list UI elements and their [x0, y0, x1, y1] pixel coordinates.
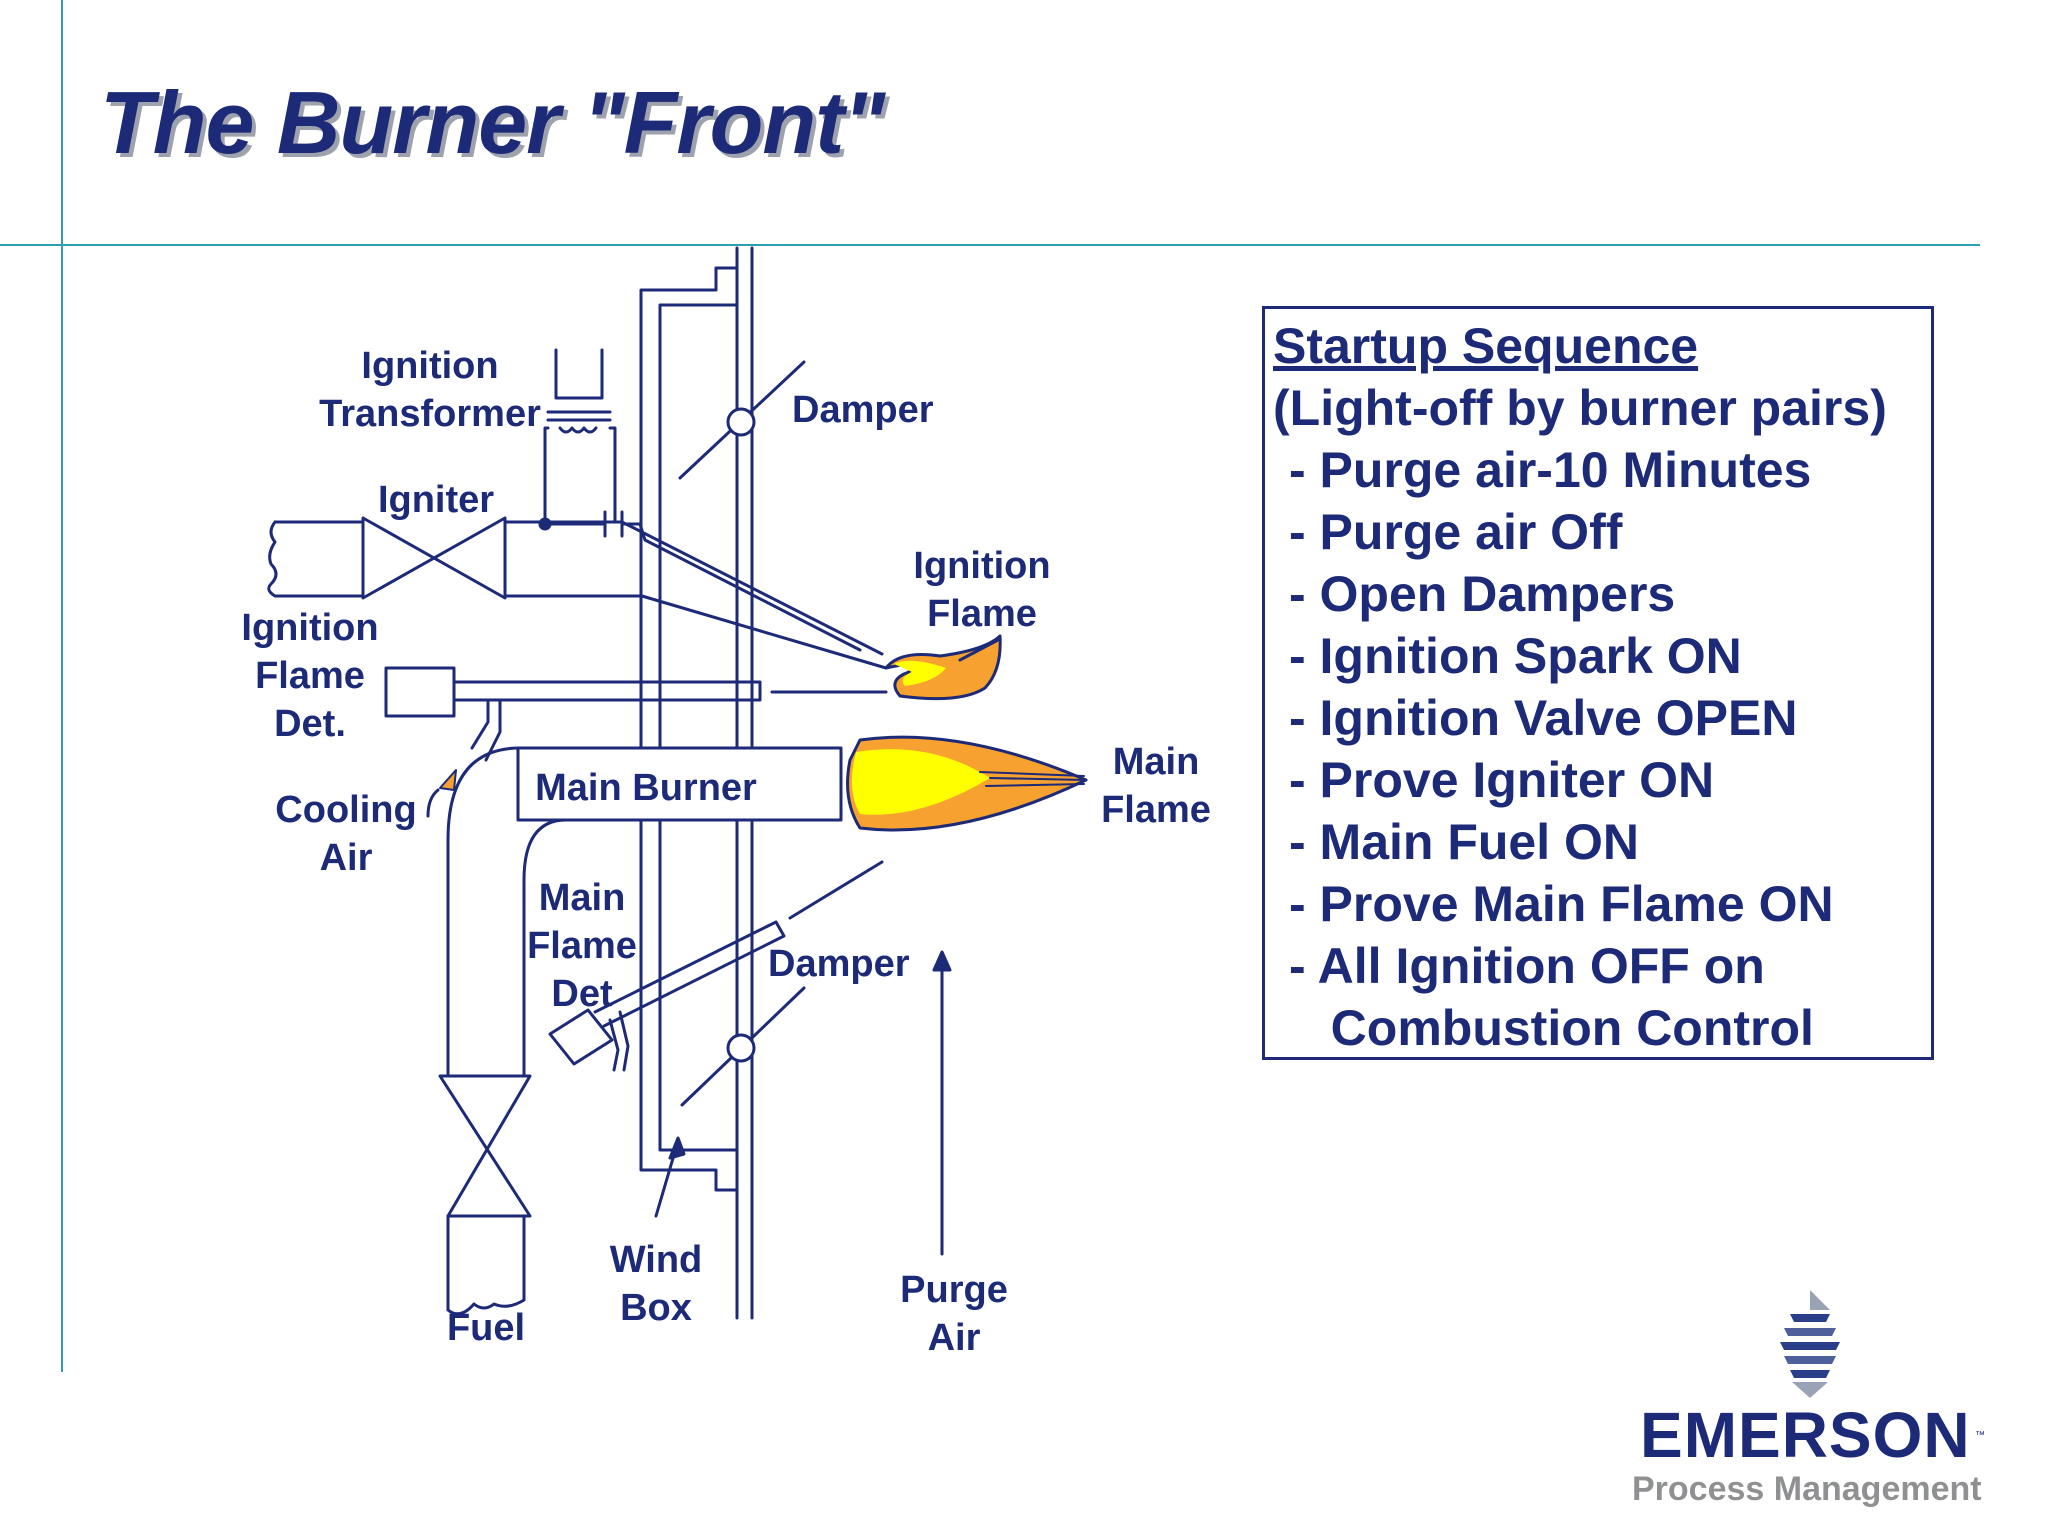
label-main-flame-det-1: Main: [539, 877, 626, 919]
label-cooling-air-2: Air: [320, 837, 373, 879]
main-flame-det-tube: [593, 860, 884, 1028]
igniter-pipe-left: [267, 520, 365, 598]
logo-brand-name: EMERSON: [1640, 1399, 1971, 1471]
startup-step: - Purge air Off: [1289, 504, 1623, 560]
label-igniter: Igniter: [378, 479, 494, 521]
label-ignition-flame-det-3: Det.: [274, 703, 346, 745]
vertical-rule: [61, 0, 63, 1372]
label-main-flame-2: Flame: [1101, 789, 1211, 831]
label-ignition-flame-det-1: Ignition: [241, 607, 378, 649]
label-ignition-transformer-1: Ignition: [361, 345, 498, 387]
ignition-flame-detector: [384, 666, 456, 718]
wind-box-inner: [658, 303, 739, 1152]
startup-step: - Prove Main Flame ON: [1289, 876, 1834, 932]
label-damper-bottom: Damper: [768, 943, 910, 985]
main-burner: [516, 746, 843, 822]
damper-bottom-pivot: [726, 1033, 756, 1063]
startup-step: - Open Dampers: [1289, 566, 1676, 622]
wind-box-leader: [654, 1146, 678, 1218]
label-fuel: Fuel: [447, 1307, 525, 1349]
startup-step: Combustion Control: [1289, 1000, 1814, 1056]
fuel-valve: [438, 1074, 532, 1218]
label-purge-air-2: Air: [928, 1317, 981, 1359]
label-damper-top: Damper: [792, 389, 934, 431]
igniter-valve: [361, 516, 507, 600]
main-flame-core: [851, 749, 990, 815]
wind-box-outline: [639, 266, 739, 1192]
label-ignition-flame-2: Flame: [927, 593, 1037, 635]
label-main-burner: Main Burner: [535, 767, 757, 809]
ignition-flame-core: [894, 660, 946, 686]
ignition-flame-leader: [958, 638, 1000, 662]
label-wind-box-1: Wind: [610, 1239, 703, 1281]
startup-step: - All Ignition OFF on: [1289, 938, 1765, 994]
main-flame-detector: [548, 1008, 614, 1066]
startup-steps-list: - Purge air-10 Minutes - Purge air Off -…: [1273, 439, 1931, 1059]
emerson-logo-mark-icon: [1780, 1290, 1840, 1398]
cooling-air-tube: [470, 698, 502, 762]
startup-step: - Prove Igniter ON: [1289, 752, 1715, 808]
startup-sequence-box: Startup Sequence (Light-off by burner pa…: [1262, 306, 1934, 1060]
cooling-air-leader: [426, 788, 440, 818]
main-flame-det-cooling: [608, 1010, 630, 1072]
label-ignition-flame-det-2: Flame: [255, 655, 365, 697]
slide-title: The Burner "Front": [100, 73, 885, 172]
purge-air-arrowhead: [932, 950, 952, 972]
label-main-flame-det-3: Det: [551, 973, 613, 1015]
emerson-logo: EMERSON ™ Process Management: [1620, 1290, 1990, 1508]
ignition-det-tube: [452, 680, 888, 702]
label-cooling-air-1: Cooling: [275, 789, 416, 831]
damper-top-pivot: [726, 407, 756, 437]
igniter-tube: [503, 520, 888, 670]
horizontal-rule: [0, 244, 1980, 246]
wind-box-arrowhead: [668, 1136, 686, 1160]
startup-step: - Ignition Valve OPEN: [1289, 690, 1798, 746]
label-main-flame-1: Main: [1113, 741, 1200, 783]
startup-step: - Ignition Spark ON: [1289, 628, 1742, 684]
fuel-pipe: [446, 746, 568, 1078]
fuel-inlet: [446, 1214, 526, 1316]
main-flame-lines: [979, 771, 1087, 787]
label-wind-box-2: Box: [620, 1287, 692, 1329]
startup-step: - Main Fuel ON: [1289, 814, 1639, 870]
ignition-transformer: [546, 348, 612, 434]
label-ignition-transformer-2: Transformer: [319, 393, 541, 435]
startup-sequence-subtitle: (Light-off by burner pairs): [1273, 380, 1887, 436]
startup-step: - Purge air-10 Minutes: [1289, 442, 1812, 498]
startup-sequence-title: Startup Sequence: [1273, 318, 1699, 374]
logo-trademark: ™: [1975, 1430, 1985, 1441]
label-purge-air-1: Purge: [900, 1269, 1008, 1311]
label-main-flame-det-2: Flame: [527, 925, 637, 967]
logo-tagline: Process Management: [1632, 1470, 1982, 1508]
label-ignition-flame-1: Ignition: [913, 545, 1050, 587]
cooling-air-arrow: [439, 769, 457, 791]
transformer-leads: [543, 426, 617, 526]
